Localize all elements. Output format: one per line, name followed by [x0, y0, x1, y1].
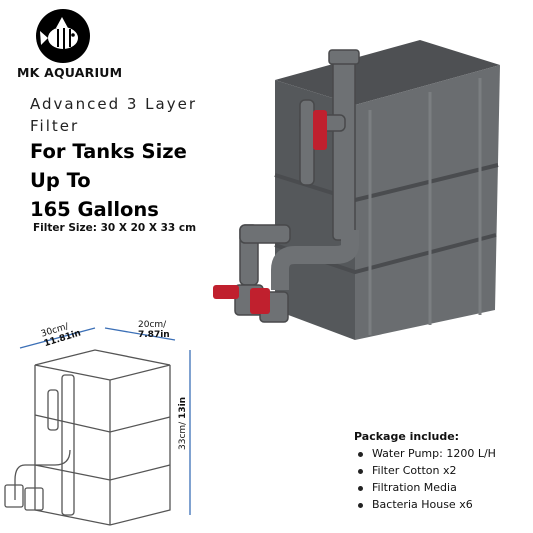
filter-size-text: Filter Size: 30 X 20 X 33 cm — [33, 222, 197, 234]
dimension-diagram — [4, 327, 191, 526]
brand-name: MK AQUARIUM — [17, 65, 123, 80]
height-cm: 33cm/ — [178, 421, 188, 450]
title-line-1: For Tanks Size — [30, 140, 187, 163]
depth-in: 7.87in — [138, 330, 170, 340]
package-title: Package include: — [354, 430, 460, 443]
filter-product-image — [213, 40, 500, 340]
brand-logo — [36, 9, 90, 63]
subtitle-line-1: Advanced 3 Layer — [30, 95, 197, 113]
title-line-3: 165 Gallons — [30, 198, 159, 221]
height-dimension-label: 33cm/ 13in — [178, 397, 188, 450]
package-item: Filter Cotton x2 — [358, 464, 456, 477]
package-item-text: Water Pump: 1200 L/H — [372, 447, 496, 460]
package-item: Bacteria House x6 — [358, 498, 473, 511]
depth-dimension-label: 20cm/ 7.87in — [138, 320, 170, 340]
fish-icon — [40, 17, 78, 49]
package-item: Water Pump: 1200 L/H — [358, 447, 496, 460]
package-item-text: Bacteria House x6 — [372, 498, 473, 511]
subtitle-line-2: Filter — [30, 117, 80, 135]
height-in: 13in — [178, 396, 188, 419]
package-item: Filtration Media — [358, 481, 457, 494]
package-item-text: Filtration Media — [372, 481, 457, 494]
depth-cm: 20cm/ — [138, 320, 167, 330]
package-item-text: Filter Cotton x2 — [372, 464, 457, 477]
title-line-2: Up To — [30, 169, 91, 192]
